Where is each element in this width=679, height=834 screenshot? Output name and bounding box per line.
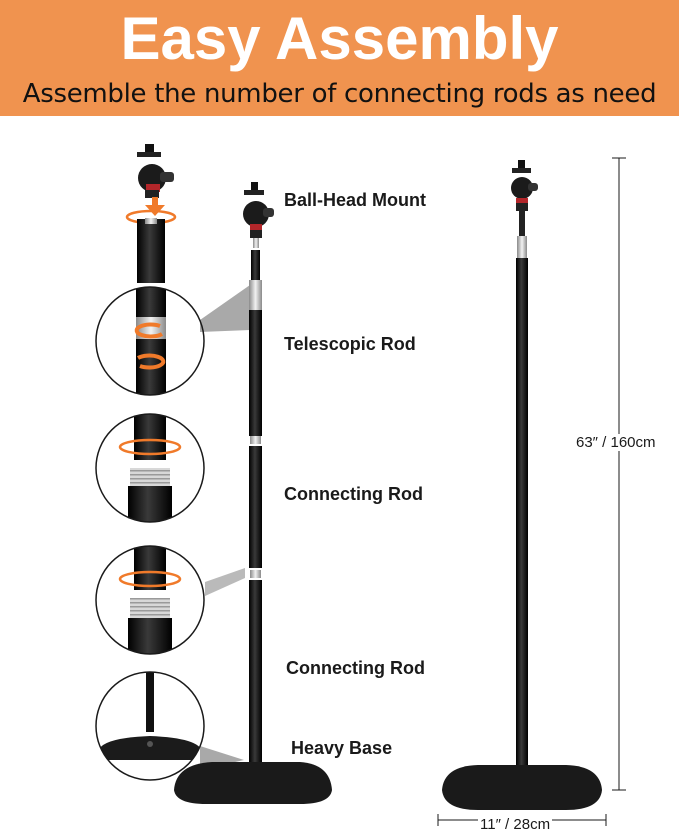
header-banner (0, 0, 679, 116)
height-dimension: 63″ / 160cm (575, 434, 657, 451)
detail-telescopic-joint (95, 286, 205, 396)
detail-connecting-joint-2 (95, 545, 205, 655)
assembled-stand-exploded (174, 182, 332, 804)
label-ball-head-mount: Ball-Head Mount (284, 190, 426, 210)
label-connecting-rod-1: Connecting Rod (284, 484, 423, 504)
width-dimension: 11″ / 28cm (478, 816, 553, 833)
exploded-ball-head (137, 144, 174, 198)
label-telescopic-rod: Telescopic Rod (284, 334, 416, 354)
down-arrow-icon (145, 197, 165, 216)
height-dimension-line (612, 157, 626, 791)
assembled-stand-full (442, 160, 602, 810)
label-connecting-rod-2: Connecting Rod (286, 658, 425, 678)
label-heavy-base: Heavy Base (291, 738, 393, 758)
detail-heavy-base (95, 671, 205, 781)
detail-connecting-joint-1 (95, 413, 205, 523)
page-subtitle: Assemble the number of connecting rods a… (22, 79, 657, 109)
page-title: Easy Assembly (120, 5, 559, 72)
